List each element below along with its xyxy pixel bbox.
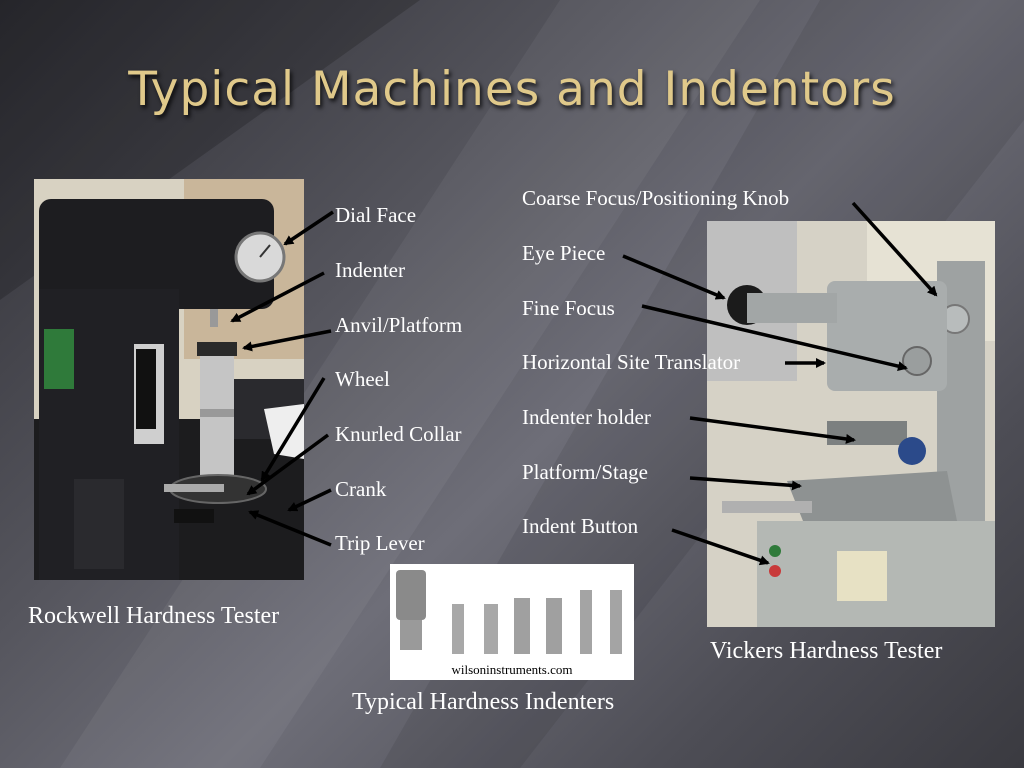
label-fine-focus: Fine Focus [522, 296, 615, 320]
label-trip-lever: Trip Lever [335, 531, 425, 555]
rockwell-tester-photo [34, 179, 304, 580]
label-indenter: Indenter [335, 258, 405, 282]
label-dial-face: Dial Face [335, 203, 417, 227]
arrow-indenter [230, 271, 325, 323]
label-coarse-focus: Coarse Focus/Positioning Knob [522, 186, 790, 210]
arrow-crank [287, 488, 332, 512]
label-eye-piece: Eye Piece [522, 241, 606, 265]
label-indenter-holder: Indenter holder [522, 405, 651, 429]
label-indent-button: Indent Button [522, 514, 639, 538]
arrow-knurled-collar [246, 433, 330, 496]
arrow-indenter-holder [689, 416, 856, 444]
label-platform-stage: Platform/Stage [522, 460, 648, 484]
arrow-coarse-focus [851, 201, 938, 297]
indenters-watermark: wilsoninstruments.com [451, 662, 573, 677]
slide-title: Typical Machines and Indentors [128, 62, 896, 117]
arrow-eye-piece [622, 254, 726, 300]
label-crank: Crank [335, 477, 387, 501]
arrow-trip-lever [248, 510, 332, 547]
label-knurled-collar: Knurled Collar [335, 422, 462, 446]
label-horizontal-site-translator: Horizontal Site Translator [522, 350, 741, 374]
arrow-dial-face [283, 210, 334, 246]
indenters-photo: wilsoninstruments.com [390, 564, 634, 680]
label-wheel: Wheel [335, 367, 390, 391]
caption-rockwell: Rockwell Hardness Tester [28, 603, 280, 629]
arrow-fine-focus [641, 304, 908, 372]
caption-indenters: Typical Hardness Indenters [352, 689, 615, 715]
arrow-anvil-platform [242, 329, 332, 352]
label-anvil-platform: Anvil/Platform [335, 313, 463, 337]
arrow-indent-button [671, 528, 770, 566]
arrow-platform-stage [689, 476, 802, 491]
arrow-wheel [260, 377, 326, 482]
caption-vickers: Vickers Hardness Tester [710, 638, 943, 664]
